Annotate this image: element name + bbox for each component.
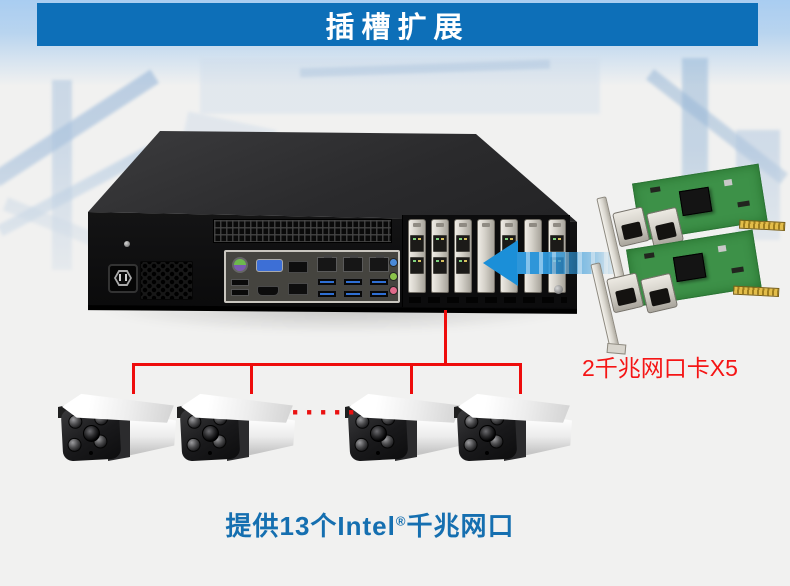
rj45-port bbox=[550, 235, 564, 252]
bottom-caption: 提供13个Intel®千兆网口 bbox=[0, 506, 740, 543]
caption-prefix: 提供13个Intel bbox=[225, 511, 396, 541]
rj45-port bbox=[343, 255, 363, 272]
usb3-port bbox=[343, 290, 363, 298]
lan-usb-column bbox=[369, 252, 389, 305]
hdmi-port bbox=[257, 286, 279, 296]
cctv-camera bbox=[452, 392, 574, 474]
rj45-port bbox=[456, 235, 470, 252]
audio-line-out-jack bbox=[389, 272, 398, 281]
screw-icon bbox=[124, 241, 130, 247]
nic-controller-chip bbox=[678, 186, 713, 217]
motherboard-io-panel bbox=[224, 250, 400, 303]
connection-line-bus bbox=[132, 363, 522, 366]
cctv-camera bbox=[175, 392, 297, 474]
rj45-port bbox=[410, 235, 424, 252]
usb3-port bbox=[317, 290, 337, 298]
rj45-port bbox=[317, 255, 337, 272]
more-cameras-ellipsis: ····· bbox=[291, 396, 361, 429]
rj45-port bbox=[456, 257, 470, 274]
section-title: 插槽扩展 bbox=[325, 11, 470, 44]
top-vent-grille bbox=[213, 219, 392, 243]
screw-icon bbox=[554, 285, 563, 294]
slot-bracket-lan-card bbox=[431, 219, 449, 293]
slot-bracket-lan-card bbox=[408, 219, 426, 293]
rj45-port bbox=[433, 257, 447, 274]
lan-usb-column bbox=[343, 252, 363, 305]
ps2-port bbox=[232, 257, 248, 273]
connection-line-drop bbox=[250, 365, 253, 394]
usb3-port bbox=[369, 290, 389, 298]
rj45-port bbox=[410, 257, 424, 274]
registered-mark: ® bbox=[395, 513, 407, 529]
usb3-port bbox=[369, 278, 389, 286]
connection-line-riser bbox=[444, 310, 447, 365]
ir-led bbox=[463, 437, 478, 453]
pcie-edge-connector bbox=[732, 285, 780, 298]
vga-port bbox=[256, 259, 283, 272]
rj45-port bbox=[369, 255, 389, 272]
displayport-port bbox=[288, 283, 308, 295]
ir-led bbox=[67, 437, 82, 453]
audio-mic-jack bbox=[389, 286, 398, 295]
nic-card-label: 2千兆网口卡X5 bbox=[582, 355, 738, 381]
usb-port bbox=[231, 279, 249, 286]
psu-vent-grille bbox=[140, 261, 193, 300]
ir-led bbox=[354, 437, 369, 453]
insert-arrow-icon bbox=[483, 240, 623, 286]
slot-bracket-lan-card bbox=[454, 219, 472, 293]
nic-controller-chip bbox=[672, 252, 707, 283]
connection-line-drop bbox=[519, 365, 522, 394]
usb3-port bbox=[343, 278, 363, 286]
usb-port bbox=[231, 289, 249, 296]
caption-suffix: 千兆网口 bbox=[406, 511, 515, 541]
connection-line-drop bbox=[410, 365, 413, 394]
lan-usb-column bbox=[317, 252, 337, 305]
slot-bay-vent-row bbox=[409, 297, 567, 303]
section-banner: 插槽扩展 bbox=[37, 3, 758, 46]
power-inlet-port bbox=[108, 264, 138, 293]
ir-led bbox=[186, 437, 201, 453]
usb3-port bbox=[317, 278, 337, 286]
cctv-camera bbox=[343, 392, 465, 474]
chassis-rear-view bbox=[87, 131, 578, 314]
cctv-camera bbox=[56, 392, 178, 474]
connection-line-drop bbox=[132, 365, 135, 394]
displayport-port bbox=[288, 261, 308, 273]
audio-line-in-jack bbox=[389, 258, 398, 267]
rj45-port bbox=[433, 235, 447, 252]
